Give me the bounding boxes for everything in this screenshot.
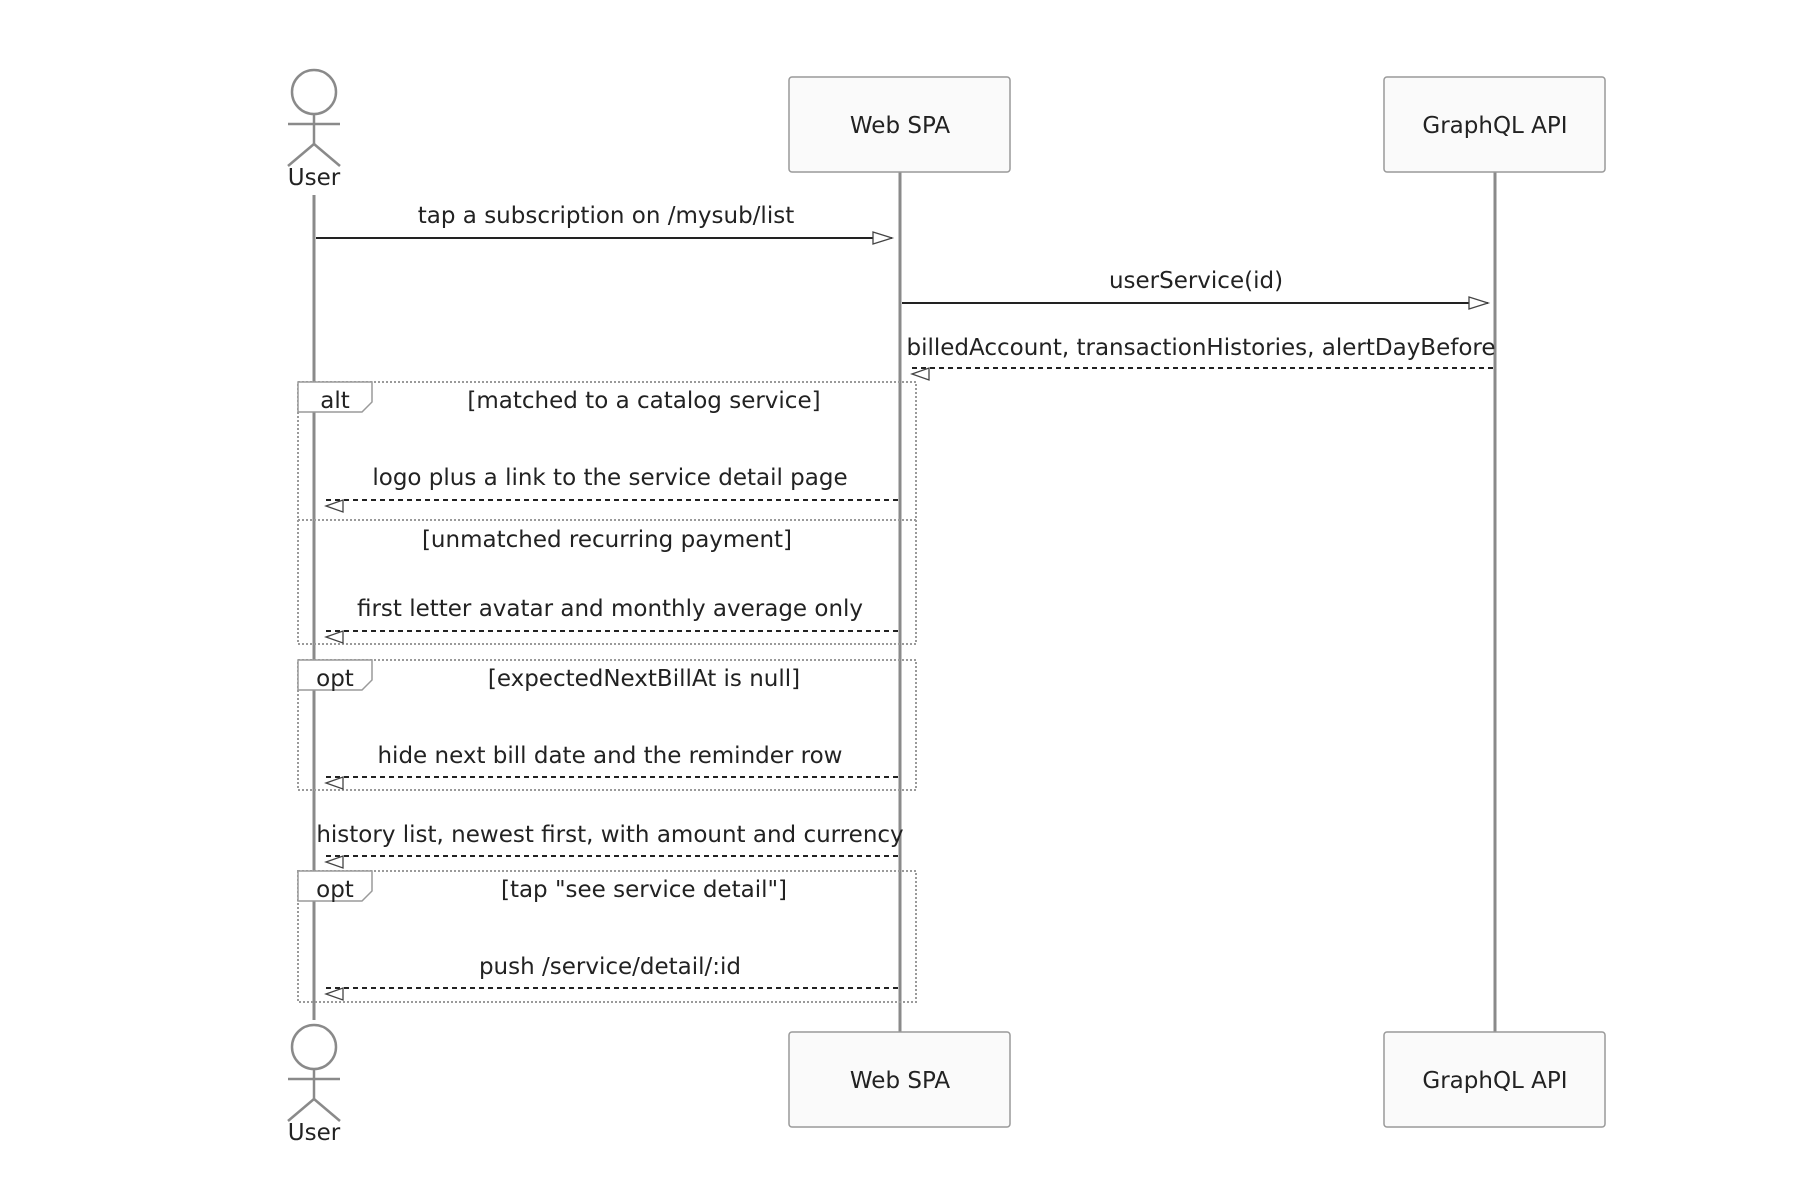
arrowhead-icon: [872, 231, 895, 245]
participant-user-top: User: [287, 68, 341, 191]
alt-fragment: alt [matched to a catalog service] [unma…: [297, 381, 917, 645]
opt-condition-next-bill: [expectedNextBillAt is null]: [488, 666, 800, 692]
message-label: logo plus a link to the service detail p…: [372, 465, 847, 491]
alt-label-tab: [297, 381, 373, 413]
alt-condition-matched: [matched to a catalog service]: [467, 388, 820, 414]
message-user-service: userService(id): [902, 268, 1491, 310]
alt-label: alt: [320, 388, 350, 414]
opt-condition-see-detail: [tap "see service detail"]: [501, 877, 787, 903]
participant-web-spa-box: [788, 76, 1011, 173]
message-label: hide next bill date and the reminder row: [377, 743, 842, 769]
participant-web-spa-label: Web SPA: [850, 113, 950, 139]
participant-user-label: User: [288, 165, 341, 191]
participant-graphql-api-label: GraphQL API: [1422, 113, 1567, 139]
arrowhead-icon: [1468, 296, 1491, 310]
alt-condition-unmatched: [unmatched recurring payment]: [422, 527, 792, 553]
arrowhead-icon: [324, 987, 344, 1001]
message-push-service-detail: push /service/detail/:id: [322, 954, 898, 1001]
participant-graphql-api-box: [1383, 76, 1606, 173]
message-label: first letter avatar and monthly average …: [357, 596, 863, 622]
participant-web-spa-top: Web SPA: [788, 76, 1011, 173]
arrowhead-icon: [324, 855, 344, 869]
opt-frame-next-bill: [297, 659, 917, 791]
participant-graphql-api-label: GraphQL API: [1422, 1068, 1567, 1094]
arrowhead-icon: [324, 630, 344, 644]
message-billed-account-response: billedAccount, transactionHistories, ale…: [906, 335, 1496, 381]
opt-label-see-detail: opt: [316, 877, 354, 903]
opt-label-tab-see-detail: [297, 870, 373, 902]
opt-fragment-next-bill: opt [expectedNextBillAt is null]: [297, 659, 917, 791]
message-label: tap a subscription on /mysub/list: [418, 203, 794, 229]
message-first-letter-avatar: first letter avatar and monthly average …: [322, 596, 898, 644]
user-actor-icon: [287, 1023, 341, 1122]
message-tap-subscription: tap a subscription on /mysub/list: [316, 203, 895, 245]
opt-label-tab-next-bill: [297, 659, 373, 691]
opt-frame-see-detail: [297, 870, 917, 1003]
participant-web-spa-box: [788, 1031, 1011, 1128]
opt-fragment-see-detail: opt [tap "see service detail"]: [297, 870, 917, 1003]
participant-user-bottom: User: [287, 1023, 341, 1146]
message-history-list: history list, newest first, with amount …: [316, 822, 904, 869]
message-logo-and-link: logo plus a link to the service detail p…: [322, 465, 898, 513]
alt-frame: [297, 381, 917, 645]
participant-graphql-api-box: [1383, 1031, 1606, 1128]
message-hide-next-bill: hide next bill date and the reminder row: [322, 743, 898, 790]
participant-user-label: User: [288, 1120, 341, 1146]
arrowhead-icon: [324, 499, 344, 513]
participant-graphql-api-top: GraphQL API: [1383, 76, 1606, 173]
arrowhead-icon: [324, 776, 344, 790]
user-actor-icon: [287, 68, 341, 167]
participant-web-spa-label: Web SPA: [850, 1068, 950, 1094]
message-label: userService(id): [1109, 268, 1283, 294]
arrowhead-icon: [910, 367, 930, 381]
message-label: push /service/detail/:id: [479, 954, 741, 980]
opt-label-next-bill: opt: [316, 666, 354, 692]
participant-web-spa-bottom: Web SPA: [788, 1031, 1011, 1128]
participant-graphql-api-bottom: GraphQL API: [1383, 1031, 1606, 1128]
message-label: billedAccount, transactionHistories, ale…: [906, 335, 1495, 361]
message-label: history list, newest first, with amount …: [316, 822, 903, 848]
